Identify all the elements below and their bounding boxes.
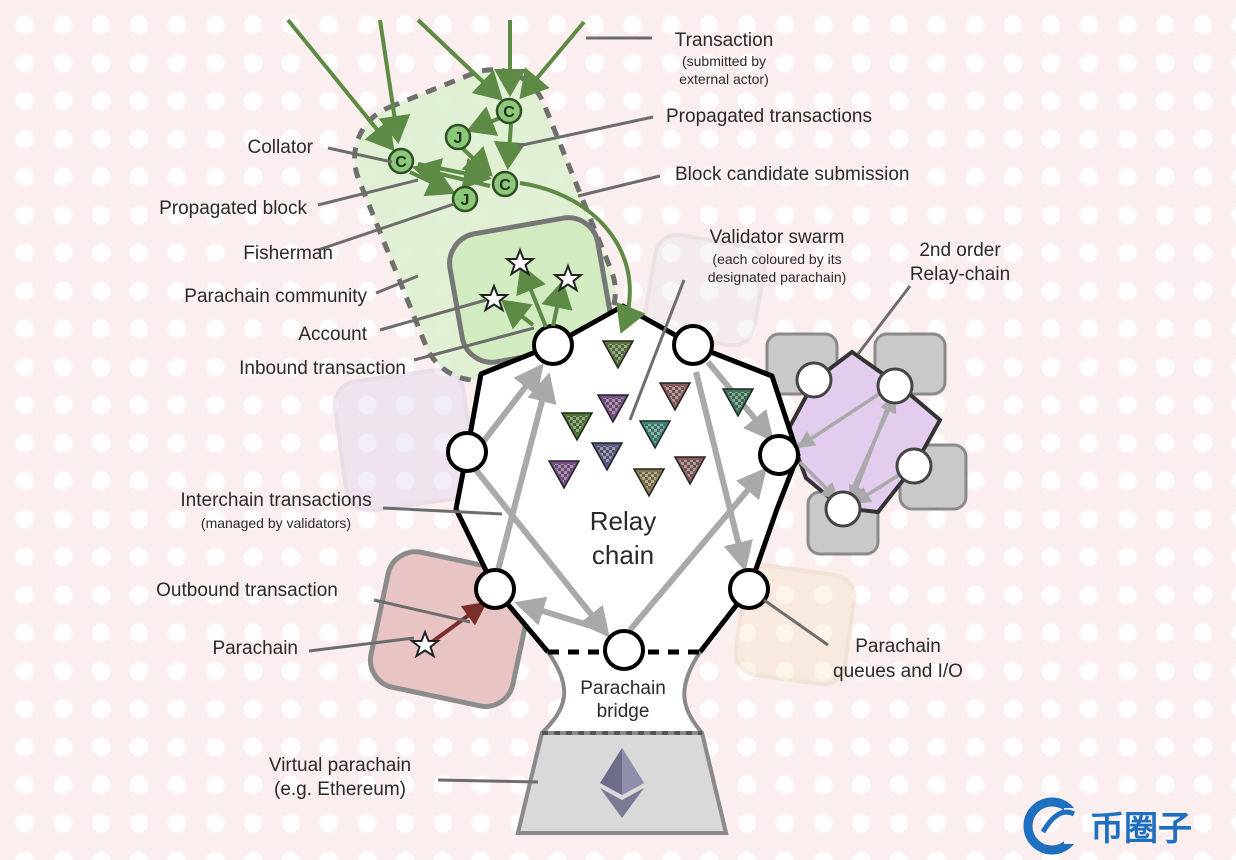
label-account: Account xyxy=(298,324,367,345)
svg-text:C: C xyxy=(395,154,407,171)
validator-pattern xyxy=(596,446,618,465)
svg-text:C: C xyxy=(499,177,511,194)
svg-text:C: C xyxy=(503,104,515,121)
account-star-icon xyxy=(504,247,536,277)
label-interchain-sub: (managed by validators) xyxy=(201,515,351,531)
label-collator: Collator xyxy=(248,137,314,158)
label-validator-swarm-sub: (each coloured by its xyxy=(712,251,841,267)
leader-lines xyxy=(308,36,912,784)
relay-node xyxy=(728,568,770,610)
label-inbound-transaction: Inbound transaction xyxy=(239,358,406,379)
label-virtual-parachain: (e.g. Ethereum) xyxy=(274,779,406,800)
validator-pattern xyxy=(602,398,624,417)
collator-node: C xyxy=(495,97,523,125)
transaction-arrows xyxy=(286,18,646,334)
outbound-arrow xyxy=(430,601,488,644)
label-relay-chain: Relay xyxy=(590,506,656,536)
virtual-parachain xyxy=(515,650,729,835)
relay2-node xyxy=(795,361,833,399)
validator-pattern xyxy=(553,464,575,483)
validator-pattern xyxy=(727,392,749,411)
relay-node xyxy=(532,324,574,366)
label-block-candidate-submission: Block candidate submission xyxy=(675,164,909,185)
validator-pattern xyxy=(664,386,686,405)
relay-node xyxy=(758,434,800,476)
watermark-logo-icon xyxy=(1023,797,1082,855)
ethereum-icon xyxy=(600,748,644,818)
relay-node xyxy=(672,324,714,366)
collator-node: C xyxy=(491,170,519,198)
collator-node: C xyxy=(387,147,415,175)
relay-node xyxy=(474,568,516,610)
parachain-bridge-node xyxy=(603,629,645,671)
label-fisherman: Fisherman xyxy=(243,243,333,264)
validator-pattern xyxy=(644,424,666,443)
label-parachain-bridge: bridge xyxy=(597,701,650,722)
label-virtual-parachain: Virtual parachain xyxy=(269,755,411,776)
validator-pattern xyxy=(679,460,701,479)
label-second-order: 2nd order xyxy=(919,240,1001,261)
label-parachain-bridge: Parachain xyxy=(580,678,666,699)
watermark-logo: 币圈子 xyxy=(1023,797,1192,855)
fisherman-node: J xyxy=(444,123,472,151)
relay2-node xyxy=(824,490,862,528)
relay2-node xyxy=(895,447,933,485)
label-parachain-community: Parachain community xyxy=(184,286,367,307)
parachain-star-icon xyxy=(409,629,441,659)
label-propagated-transactions: Propagated transactions xyxy=(666,106,872,127)
validator-pattern xyxy=(566,416,588,435)
collators: C C C J J xyxy=(387,97,523,213)
label-transaction-sub: external actor) xyxy=(679,71,768,87)
validator-pattern xyxy=(607,344,629,363)
account-star-icon xyxy=(478,283,510,313)
second-order-relay-chain xyxy=(765,332,968,556)
label-parachain-queues: Parachain xyxy=(855,636,941,657)
relay-nodes xyxy=(446,324,800,671)
label-parachain: Parachain xyxy=(212,638,298,659)
validator-pattern xyxy=(638,472,660,491)
label-interchain-transactions: Interchain transactions xyxy=(180,490,371,511)
fisherman-node: J xyxy=(451,185,479,213)
account-star-icon xyxy=(552,263,584,293)
label-parachain-queues: queues and I/O xyxy=(833,661,963,682)
labels: Transaction (submitted by external actor… xyxy=(156,30,1010,800)
label-propagated-block: Propagated block xyxy=(159,198,307,219)
svg-text:J: J xyxy=(454,130,463,147)
relay2-node xyxy=(876,367,914,405)
label-validator-swarm-sub: designated parachain) xyxy=(708,269,847,285)
label-second-order: Relay-chain xyxy=(910,264,1010,285)
relay-node xyxy=(446,431,488,473)
account-stars xyxy=(409,247,584,659)
label-transaction: Transaction xyxy=(675,30,774,51)
label-relay-chain: chain xyxy=(592,540,654,570)
svg-text:J: J xyxy=(461,192,470,209)
label-outbound-transaction: Outbound transaction xyxy=(156,580,338,601)
validator-swarm xyxy=(547,340,755,498)
label-transaction-sub: (submitted by xyxy=(682,53,766,69)
label-validator-swarm: Validator swarm xyxy=(710,227,845,248)
watermark-text: 币圈子 xyxy=(1090,809,1192,849)
